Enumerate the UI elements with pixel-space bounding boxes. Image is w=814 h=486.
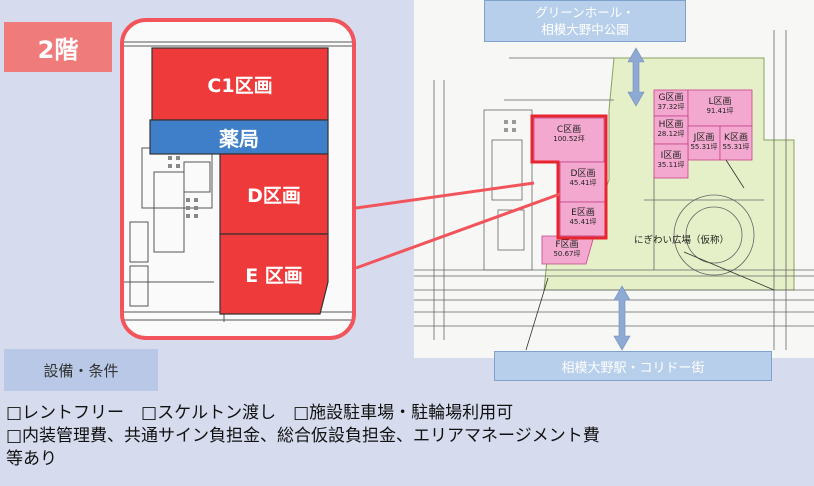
conditions-text: □レントフリー □スケルトン渡し □施設駐車場・駐輪場利用可 □内装管理費、共通… xyxy=(6,402,796,471)
unit-l xyxy=(687,89,753,127)
site-plan-drawing xyxy=(414,30,814,351)
unit-d xyxy=(559,161,607,203)
conditions-line2: □内装管理費、共通サイン負担金、総合仮設負担金、エリアマネージメント費 xyxy=(6,426,600,446)
floor-badge: 2階 xyxy=(4,22,112,72)
conditions-line1: □レントフリー □スケルトン渡し □施設駐車場・駐輪場利用可 xyxy=(6,403,514,423)
callout-green-hall-line2: 相模大野中公園 xyxy=(541,22,629,37)
arrow-south xyxy=(613,285,631,351)
block-e-label: E 区画 xyxy=(245,264,303,287)
block-c1 xyxy=(151,47,329,121)
zoom-floorplan-lines xyxy=(124,41,352,322)
plaza-label: にぎわい広場（仮称） xyxy=(634,235,730,246)
callout-green-hall-line1: グリーンホール・ xyxy=(535,5,635,20)
unit-k xyxy=(719,125,753,161)
callout-green-hall: グリーンホール・ 相模大野中公園 xyxy=(484,0,686,42)
block-c1-label: C1区画 xyxy=(207,74,273,97)
callout-station: 相模大野駅・コリドー街 xyxy=(494,351,772,381)
unit-h xyxy=(653,115,689,145)
block-pharmacy-label: 薬局 xyxy=(219,126,259,151)
zoom-detail-frame: C1区画 薬局 D区画 E 区画 xyxy=(120,18,356,340)
equipment-conditions-label: 設備・条件 xyxy=(4,349,158,391)
arrow-north xyxy=(627,47,645,107)
conditions-line3: 等あり xyxy=(6,449,57,469)
unit-i xyxy=(653,143,689,179)
block-e xyxy=(219,233,329,315)
block-d-label: D区画 xyxy=(247,184,301,207)
